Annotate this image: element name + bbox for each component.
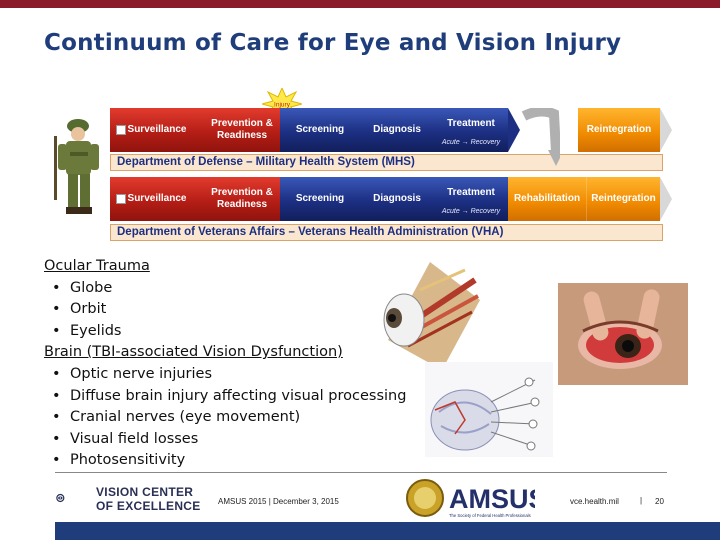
injury-label: Injury xyxy=(274,102,291,109)
treatment-arrow-tip xyxy=(508,108,520,152)
va-department-bar: Department of Veterans Affairs – Veteran… xyxy=(110,224,663,241)
stage-reintegration: Reintegration xyxy=(586,177,660,221)
slide-title: Continuum of Care for Eye and Vision Inj… xyxy=(44,30,622,56)
stage-surveillance: Surveillance xyxy=(110,177,204,221)
footer-separator: | xyxy=(640,496,643,505)
stage-surveillance: Surveillance xyxy=(110,108,204,152)
list-item: •Orbit xyxy=(52,301,107,318)
list-item: •Optic nerve injuries xyxy=(52,365,212,382)
list-item: •Diffuse brain injury affecting visual p… xyxy=(52,387,407,404)
svg-text:The Society of Federal Health: The Society of Federal Health Profession… xyxy=(449,513,531,518)
page-number: 20 xyxy=(655,497,664,506)
top-accent-bar xyxy=(0,0,720,8)
stage-prevention: Prevention & Readiness xyxy=(204,108,280,152)
website-link[interactable]: vce.health.mil xyxy=(570,497,619,506)
stage-treatment: Treatment Acute → Recovery xyxy=(434,108,508,152)
list-item: •Cranial nerves (eye movement) xyxy=(52,409,301,426)
stage-prevention: Prevention & Readiness xyxy=(204,177,280,221)
vce-logo xyxy=(56,493,65,503)
stage-reintegration: Reintegration xyxy=(578,108,660,152)
reintegration-arrow-tip xyxy=(660,108,672,152)
bottom-accent-bar xyxy=(55,522,720,540)
dod-department-bar: Department of Defense – Military Health … xyxy=(110,154,663,171)
event-label: AMSUS 2015 | December 3, 2015 xyxy=(218,497,339,506)
transition-arrow-icon xyxy=(521,108,560,166)
svg-text:AMSUS: AMSUS xyxy=(449,484,535,514)
reintegration-arrow-tip xyxy=(660,177,672,221)
stage-diagnosis: Diagnosis xyxy=(360,177,434,221)
list-item: •Globe xyxy=(52,279,113,296)
stage-diagnosis: Diagnosis xyxy=(360,108,434,152)
visual-pathway-diagram xyxy=(425,362,553,457)
list-item: •Visual field losses xyxy=(52,430,199,447)
ocular-heading: Ocular Trauma xyxy=(44,258,150,274)
amsus-logo: AMSUS The Society of Federal Health Prof… xyxy=(406,479,535,518)
stage-screening: Screening xyxy=(280,177,360,221)
footer-divider xyxy=(55,472,667,473)
brain-heading: Brain (TBI-associated Vision Dysfunction… xyxy=(44,344,343,361)
stage-rehabilitation: Rehabilitation xyxy=(508,177,586,221)
eye-anatomy-illustration xyxy=(383,262,480,370)
stage-screening: Screening xyxy=(280,108,360,152)
vce-wordmark: VISION CENTER OF EXCELLENCE xyxy=(96,485,201,513)
list-item: •Photosensitivity xyxy=(52,452,186,469)
list-item: •Eyelids xyxy=(52,322,122,339)
stage-treatment: Treatment Acute → Recovery xyxy=(434,177,508,221)
soldier-icon xyxy=(54,119,99,214)
injury-list: Ocular Trauma •Globe •Orbit •Eyelids Bra… xyxy=(44,256,406,472)
eye-injury-photo xyxy=(558,283,688,385)
